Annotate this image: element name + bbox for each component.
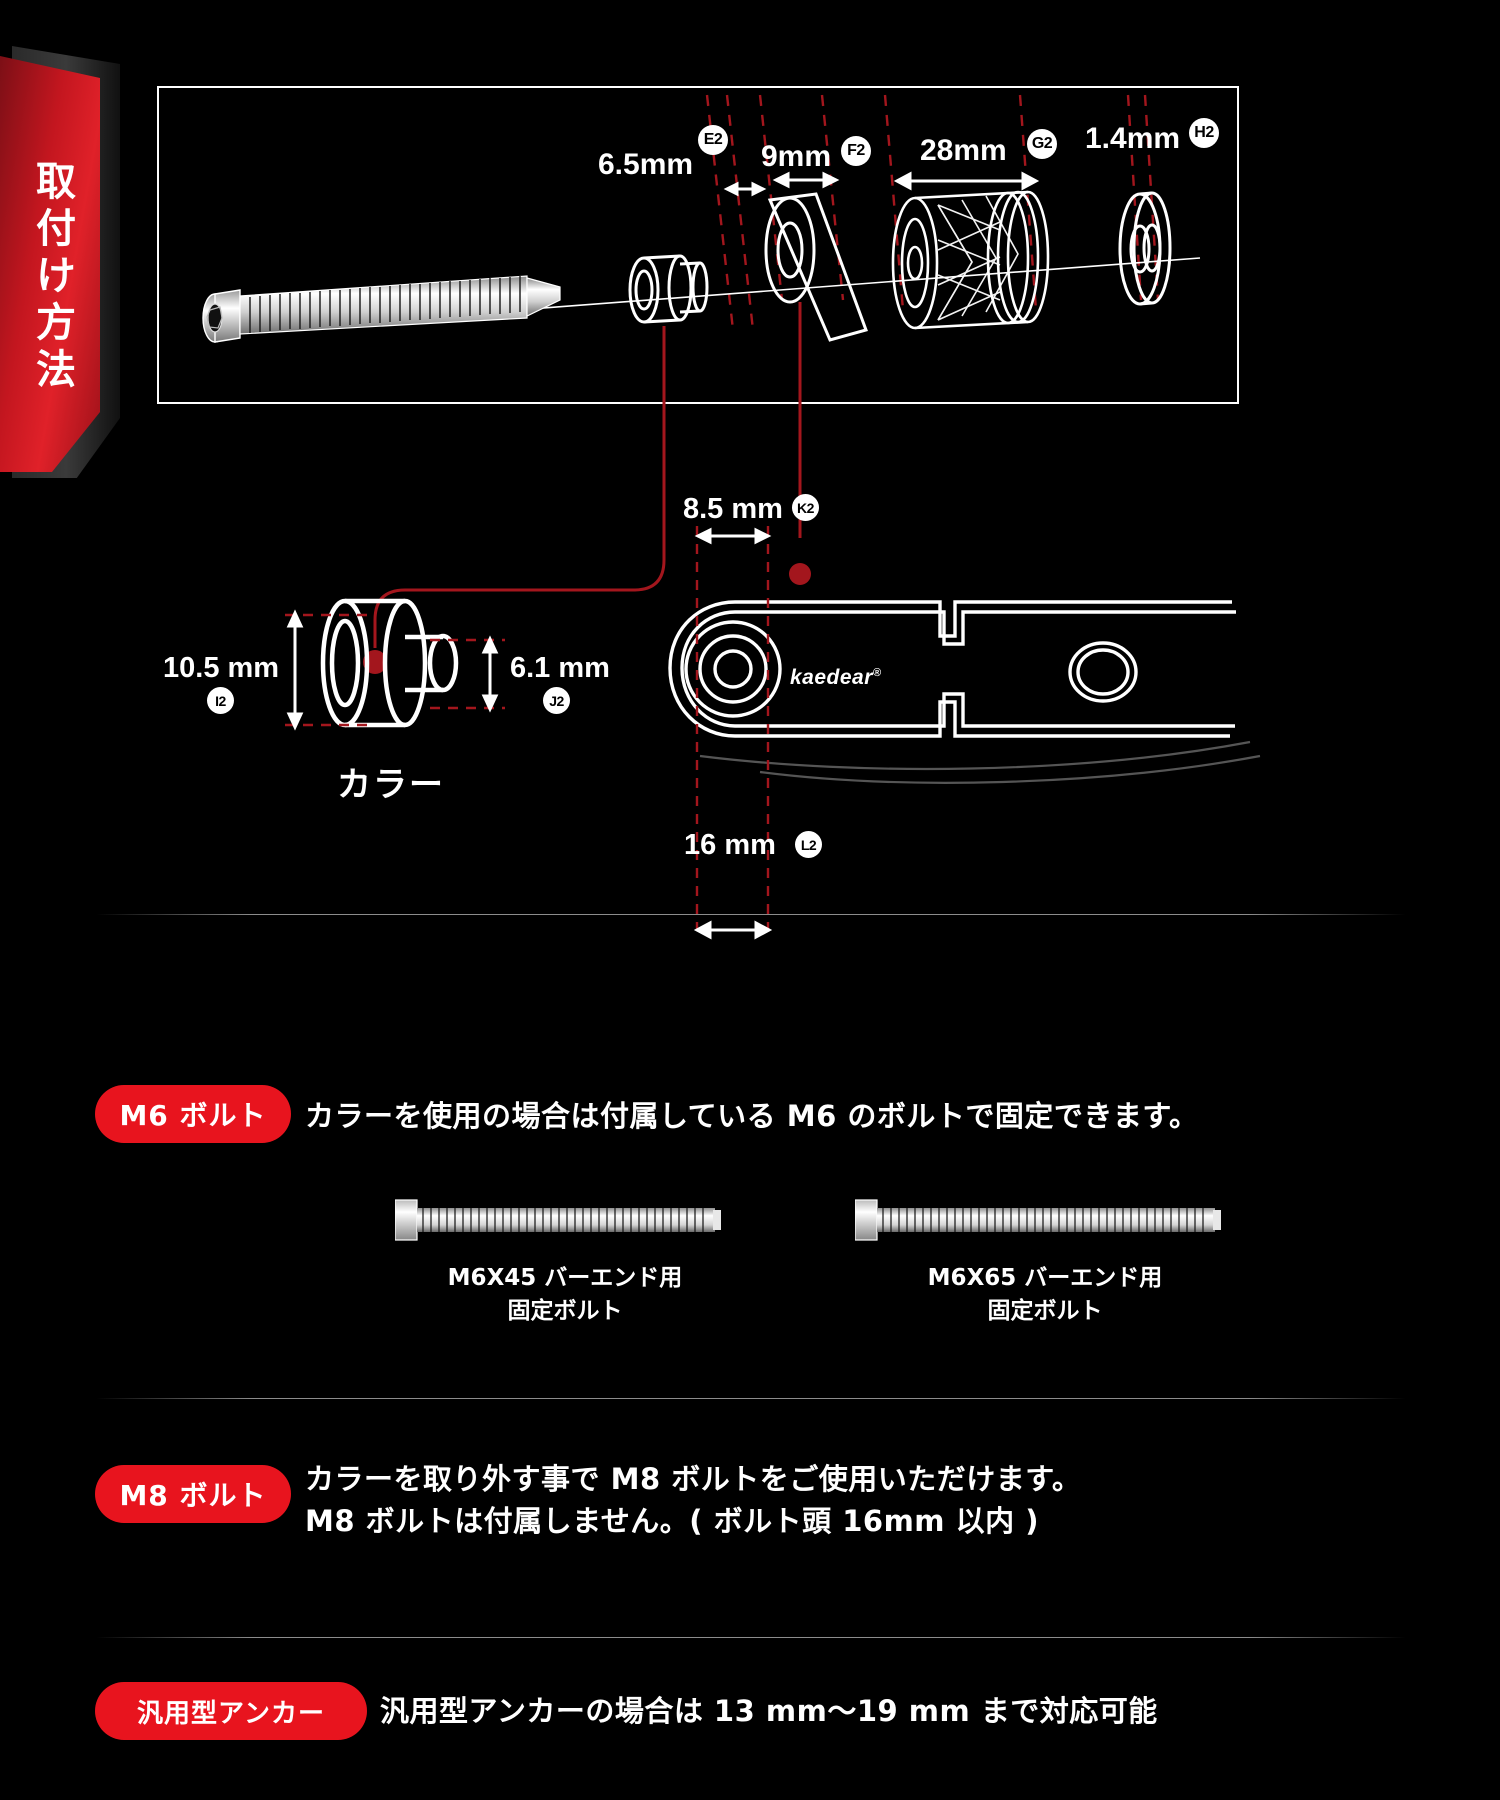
dimension-label-H2: 1.4mm bbox=[1085, 122, 1181, 155]
section-text-m8: カラーを取り外す事で M8 ボルトをご使用いただけます。 M8 ボルトは付属しま… bbox=[305, 1462, 1082, 1539]
dimension-label-E2: 6.5mm bbox=[598, 148, 694, 181]
dimension-label-I2: 10.5 mm bbox=[163, 652, 280, 684]
dimension-badge-K2: K2 bbox=[792, 494, 819, 521]
ribbon-label: 取付け方法 bbox=[29, 159, 75, 395]
dimension-badge-L2: L2 bbox=[795, 831, 822, 858]
bolt-m6x45-image bbox=[395, 1199, 721, 1241]
dimension-badge-I2: I2 bbox=[207, 687, 234, 714]
dimension-label-J2: 6.1 mm bbox=[510, 652, 610, 684]
bolt-m6x65-caption: M6X65 バーエンド用 固定ボルト bbox=[927, 1265, 1163, 1325]
dimension-badge-F2: F2 bbox=[841, 136, 871, 166]
section-text-anchor: 汎用型アンカーの場合は 13 mm〜19 mm まで対応可能 bbox=[380, 1694, 1158, 1728]
dimension-badge-J2: J2 bbox=[543, 687, 570, 714]
kaedear-logo: kaedear® bbox=[790, 666, 882, 689]
section-divider-1 bbox=[96, 914, 1406, 915]
bolt-m6x45-caption: M6X45 バーエンド用 固定ボルト bbox=[447, 1265, 683, 1325]
dimension-badge-H2: H2 bbox=[1189, 118, 1219, 148]
dimension-badge-E2: E2 bbox=[698, 125, 728, 155]
section-pill-anchor: 汎用型アンカー bbox=[95, 1682, 367, 1740]
install-method-ribbon: 取付け方法 bbox=[0, 56, 100, 472]
leader-dot-lever bbox=[789, 563, 811, 585]
bolt-m6x65-image bbox=[855, 1199, 1221, 1241]
dimension-label-G2: 28mm bbox=[920, 134, 1007, 167]
dimension-label-F2: 9mm bbox=[761, 140, 832, 173]
dimension-label-K2: 8.5 mm bbox=[683, 493, 783, 525]
dimension-badge-G2: G2 bbox=[1027, 129, 1057, 159]
leader-dot-collar bbox=[363, 650, 387, 674]
section-divider-2 bbox=[96, 1398, 1406, 1399]
section-pill-m8: M8 ボルト bbox=[95, 1465, 291, 1523]
section-pill-m6: M6 ボルト bbox=[95, 1085, 291, 1143]
collar-part-label: カラー bbox=[337, 765, 445, 805]
dimension-label-L2: 16 mm bbox=[684, 829, 776, 861]
kaedear-logo-text: kaedear bbox=[790, 666, 873, 689]
section-divider-3 bbox=[96, 1637, 1406, 1638]
section-text-m6: カラーを使用の場合は付属している M6 のボルトで固定できます。 bbox=[305, 1099, 1199, 1133]
